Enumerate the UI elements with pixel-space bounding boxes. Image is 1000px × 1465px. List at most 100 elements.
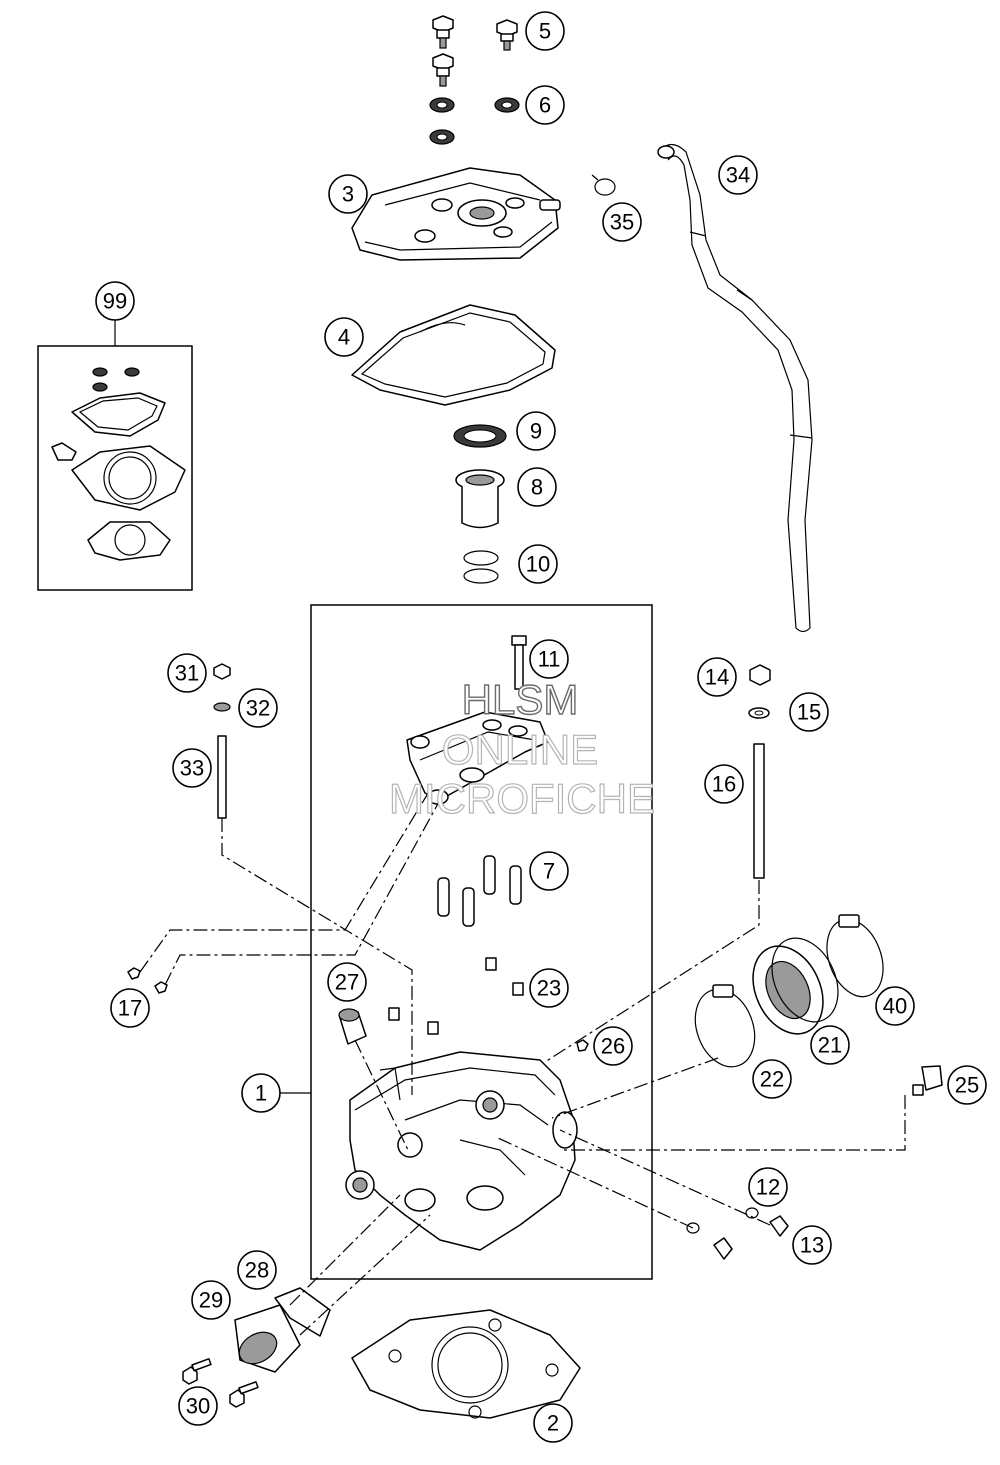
part-11-screw[interactable] xyxy=(511,635,527,690)
part-12-seal-rings[interactable] xyxy=(686,1207,759,1234)
callout-33[interactable]: 33 xyxy=(172,748,212,788)
callout-28[interactable]: 28 xyxy=(237,1250,277,1290)
callout-label: 99 xyxy=(103,289,127,314)
callout-8[interactable]: 8 xyxy=(517,467,557,507)
part-15-washer[interactable] xyxy=(748,707,770,719)
part-30-screws[interactable] xyxy=(182,1358,259,1408)
callout-16[interactable]: 16 xyxy=(704,764,744,804)
callout-30[interactable]: 30 xyxy=(178,1386,218,1426)
callout-label: 34 xyxy=(726,163,750,188)
callout-5[interactable]: 5 xyxy=(525,11,565,51)
callout-label: 21 xyxy=(818,1033,842,1058)
callout-label: 27 xyxy=(335,970,359,995)
part-16-stud[interactable] xyxy=(753,743,765,879)
part-21-intake-boot[interactable] xyxy=(740,927,851,1045)
part-2-head-gasket[interactable] xyxy=(351,1309,581,1419)
watermark: ONLINE MICROFICHE HLSM xyxy=(388,675,655,822)
callout-label: 10 xyxy=(526,552,550,577)
callout-label: 40 xyxy=(883,994,907,1019)
callout-label: 25 xyxy=(955,1073,979,1098)
part-32-washer[interactable] xyxy=(213,702,231,712)
callout-11[interactable]: 11 xyxy=(529,639,569,679)
callout-4[interactable]: 4 xyxy=(324,317,364,357)
part-14-nut[interactable] xyxy=(749,664,771,686)
part-29-exhaust-flange[interactable] xyxy=(234,1304,301,1373)
callout-label: 13 xyxy=(800,1233,824,1258)
callout-40[interactable]: 40 xyxy=(875,986,915,1026)
callout-label: 30 xyxy=(186,1394,210,1419)
part-34-breather-hose[interactable] xyxy=(657,143,813,633)
part-40-clamp[interactable] xyxy=(817,912,893,1005)
callout-label: 9 xyxy=(530,419,542,444)
part-5-screws[interactable] xyxy=(432,15,518,87)
part-4-cover-gasket[interactable] xyxy=(351,304,556,406)
callout-label: 17 xyxy=(118,996,142,1021)
part-25-temperature-sensor[interactable] xyxy=(912,1065,943,1096)
callout-13[interactable]: 13 xyxy=(792,1225,832,1265)
part-26-screw[interactable] xyxy=(576,1039,589,1052)
callout-21[interactable]: 21 xyxy=(810,1025,850,1065)
callout-label: 31 xyxy=(175,661,199,686)
part-17-bolts[interactable] xyxy=(127,967,168,994)
part-13-screw-plugs[interactable] xyxy=(713,1215,789,1260)
assembly-lines xyxy=(139,789,906,1336)
part-33-stud[interactable] xyxy=(217,735,227,819)
callout-9[interactable]: 9 xyxy=(516,411,556,451)
callout-label: 12 xyxy=(756,1175,780,1200)
callout-label: 3 xyxy=(342,182,354,207)
callout-label: 26 xyxy=(601,1034,625,1059)
callout-31[interactable]: 31 xyxy=(167,653,207,693)
callout-29[interactable]: 29 xyxy=(191,1280,231,1320)
callout-27[interactable]: 27 xyxy=(327,962,367,1002)
callout-label: 23 xyxy=(537,976,561,1001)
callout-2[interactable]: 2 xyxy=(533,1403,573,1443)
callout-12[interactable]: 12 xyxy=(748,1167,788,1207)
camshaft-carrier[interactable] xyxy=(406,711,549,805)
callout-25[interactable]: 25 xyxy=(947,1065,987,1105)
part-22-clamp[interactable] xyxy=(685,981,765,1075)
callout-label: 5 xyxy=(539,19,551,44)
part-27-sleeve[interactable] xyxy=(338,1008,367,1045)
callout-label: 1 xyxy=(255,1081,267,1106)
part-9-seal-ring[interactable] xyxy=(453,424,507,448)
callout-17[interactable]: 17 xyxy=(110,988,150,1028)
callout-label: 6 xyxy=(539,93,551,118)
part-6-seal-washers[interactable] xyxy=(429,97,520,145)
callout-34[interactable]: 34 xyxy=(718,155,758,195)
callout-label: 32 xyxy=(246,696,270,721)
callout-15[interactable]: 15 xyxy=(789,692,829,732)
callout-label: 33 xyxy=(180,756,204,781)
callout-label: 8 xyxy=(531,475,543,500)
callout-label: 35 xyxy=(610,210,634,235)
callout-label: 28 xyxy=(245,1258,269,1283)
callout-label: 11 xyxy=(538,647,561,672)
part-8-spark-plug-shaft[interactable] xyxy=(455,469,505,529)
watermark-line-1: HLSM xyxy=(462,676,579,723)
callout-7[interactable]: 7 xyxy=(529,851,569,891)
callout-10[interactable]: 10 xyxy=(518,544,558,584)
callout-35[interactable]: 35 xyxy=(602,202,642,242)
callout-23[interactable]: 23 xyxy=(529,968,569,1008)
callout-label: 14 xyxy=(705,665,729,690)
callout-22[interactable]: 22 xyxy=(752,1059,792,1099)
callout-6[interactable]: 6 xyxy=(525,85,565,125)
part-7-valve-guides[interactable] xyxy=(437,855,522,927)
part-3-valve-cover[interactable] xyxy=(351,167,561,261)
part-35-hose-clamp[interactable] xyxy=(591,174,616,196)
callout-14[interactable]: 14 xyxy=(697,657,737,697)
callout-label: 15 xyxy=(797,700,821,725)
part-23-dowel-pins[interactable] xyxy=(388,957,524,1035)
part-99-gasket-kit[interactable] xyxy=(51,367,186,561)
cylinder-head-assembly-frame xyxy=(310,604,653,1280)
callout-26[interactable]: 26 xyxy=(593,1026,633,1066)
part-10-o-rings[interactable] xyxy=(463,550,499,584)
callout-1[interactable]: 1 xyxy=(241,1073,281,1113)
part-31-nut[interactable] xyxy=(213,663,231,680)
part-1-cylinder-head[interactable] xyxy=(345,1051,578,1251)
callout-label: 22 xyxy=(760,1067,784,1092)
part-28-gasket[interactable] xyxy=(274,1287,331,1337)
callout-99[interactable]: 99 xyxy=(95,281,135,321)
callout-32[interactable]: 32 xyxy=(238,688,278,728)
callout-3[interactable]: 3 xyxy=(328,174,368,214)
